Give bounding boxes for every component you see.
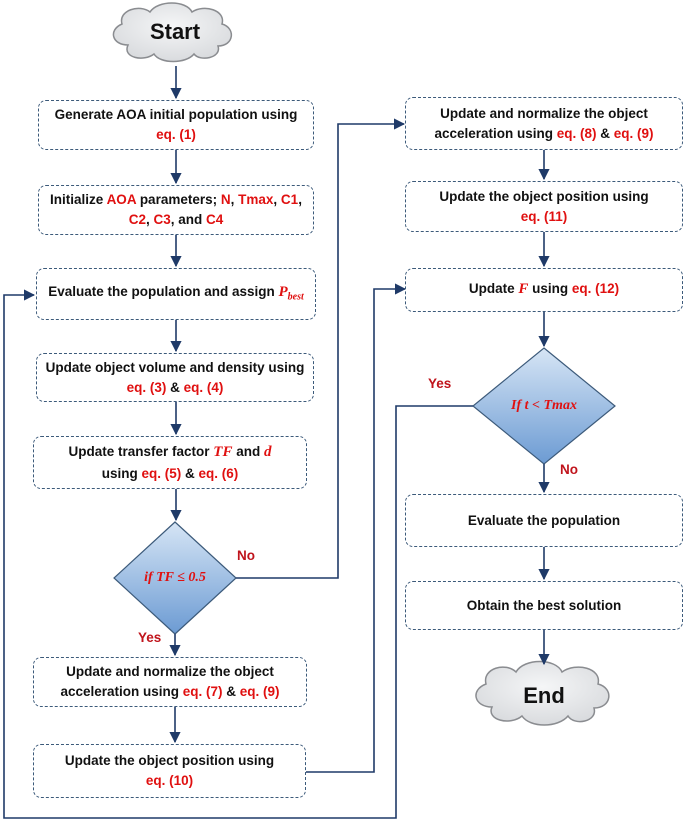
equation-ref: eq. (4) — [183, 379, 224, 395]
step-update-f: Update F using eq. (12) — [405, 268, 683, 312]
step-update-volume-density: Update object volume and density using e… — [36, 353, 314, 402]
text: acceleration using — [60, 684, 183, 699]
step-update-transfer-factor: Update transfer factor TF and d using eq… — [33, 436, 307, 489]
text: & — [181, 465, 199, 481]
param: C2 — [128, 212, 146, 227]
step-text-line2: using eq. (5) & eq. (6) — [102, 464, 239, 484]
text: and — [232, 443, 264, 459]
text: , — [145, 212, 154, 227]
text: & — [166, 379, 184, 395]
yes-label: Yes — [428, 376, 452, 391]
text: Evaluate the population and assign — [48, 284, 279, 300]
param: C4 — [206, 212, 224, 227]
text: Initialize — [50, 192, 107, 208]
f-symbol: F — [518, 281, 529, 298]
step-text: Update and normalize the object — [66, 664, 274, 680]
param: C1 — [280, 192, 299, 208]
no-label: No — [237, 548, 255, 563]
end-cloud — [475, 660, 610, 726]
equation-ref: eq. (9) — [239, 684, 280, 699]
step-update-position-left: Update the object position using eq. (10… — [33, 744, 306, 798]
text: , — [273, 192, 281, 208]
step-update-position-right: Update the object position using eq. (11… — [405, 181, 683, 232]
equation-ref: eq. (8) — [556, 125, 597, 141]
step-text-line2: eq. (3) & eq. (4) — [127, 378, 224, 398]
step-update-acceleration-left: Update and normalize the object accelera… — [33, 657, 307, 707]
start-cloud — [112, 2, 232, 63]
equation-ref: eq. (5) — [141, 465, 182, 481]
param: N — [220, 192, 231, 208]
yes-label: Yes — [138, 630, 162, 645]
step-text: Update object volume and density using — [45, 359, 305, 375]
pbest-subscript: best — [287, 292, 304, 304]
step-obtain-best-solution: Obtain the best solution — [405, 581, 683, 630]
step-text-line2: C2, C3, and C4 — [129, 210, 224, 230]
equation-ref: eq. (11) — [520, 208, 568, 224]
param: C3 — [153, 212, 171, 227]
step-text: Evaluate the population — [467, 512, 621, 528]
param: AOA — [106, 192, 137, 208]
text: acceleration using — [434, 125, 557, 141]
start-label: Start — [149, 19, 201, 44]
step-text: Update and normalize the object — [440, 105, 648, 121]
pbest-symbol: P — [278, 284, 288, 301]
d-symbol: d — [263, 443, 272, 460]
text: , and — [170, 212, 207, 227]
decision-tf-text: if TF ≤ 0.5 — [144, 570, 206, 585]
text: using — [528, 281, 572, 297]
connector-arrows — [3, 66, 550, 819]
step-text: Update F using eq. (12) — [469, 279, 619, 301]
equation-ref: eq. (3) — [126, 379, 167, 395]
text: & — [596, 125, 614, 141]
step-text: Generate AOA initial population using — [54, 107, 298, 123]
step-text: Update the object position using — [439, 188, 649, 204]
text: using — [101, 465, 142, 481]
equation-ref: eq. (12) — [571, 281, 620, 297]
step-text-line1: Update transfer factor TF and d — [69, 442, 272, 464]
step-update-acceleration-right: Update and normalize the object accelera… — [405, 97, 683, 150]
equation-ref: eq. (1) — [156, 127, 196, 142]
step-evaluate-assign-pbest: Evaluate the population and assign Pbest — [36, 268, 316, 320]
equation-ref: eq. (6) — [198, 465, 239, 481]
decision-tmax-text: If t < Tmax — [511, 398, 577, 413]
step-text: Evaluate the population and assign Pbest — [48, 282, 304, 305]
text: Update — [468, 281, 519, 297]
text: & — [222, 684, 240, 699]
step-text-line1: Initialize AOA parameters; N, Tmax, C1, — [50, 190, 302, 210]
step-evaluate-population: Evaluate the population — [405, 494, 683, 547]
text: , — [230, 192, 239, 208]
step-generate-population: Generate AOA initial population using eq… — [38, 100, 314, 150]
param: Tmax — [238, 192, 274, 208]
text: , — [298, 192, 302, 208]
step-text: Obtain the best solution — [466, 597, 622, 613]
text: Update transfer factor — [68, 443, 214, 459]
equation-ref: eq. (7) — [182, 684, 223, 699]
step-text-line2: acceleration using eq. (7) & eq. (9) — [60, 682, 279, 702]
equation-ref: eq. (10) — [145, 773, 194, 788]
text: parameters; — [136, 192, 221, 208]
step-text: Update the object position using — [64, 753, 275, 769]
end-label: End — [523, 683, 565, 708]
no-label: No — [560, 462, 578, 477]
step-initialize-parameters: Initialize AOA parameters; N, Tmax, C1 , … — [38, 185, 314, 235]
equation-ref: eq. (9) — [613, 125, 654, 141]
tf-symbol: TF — [213, 443, 233, 460]
step-text-line2: acceleration using eq. (8) & eq. (9) — [434, 124, 653, 144]
